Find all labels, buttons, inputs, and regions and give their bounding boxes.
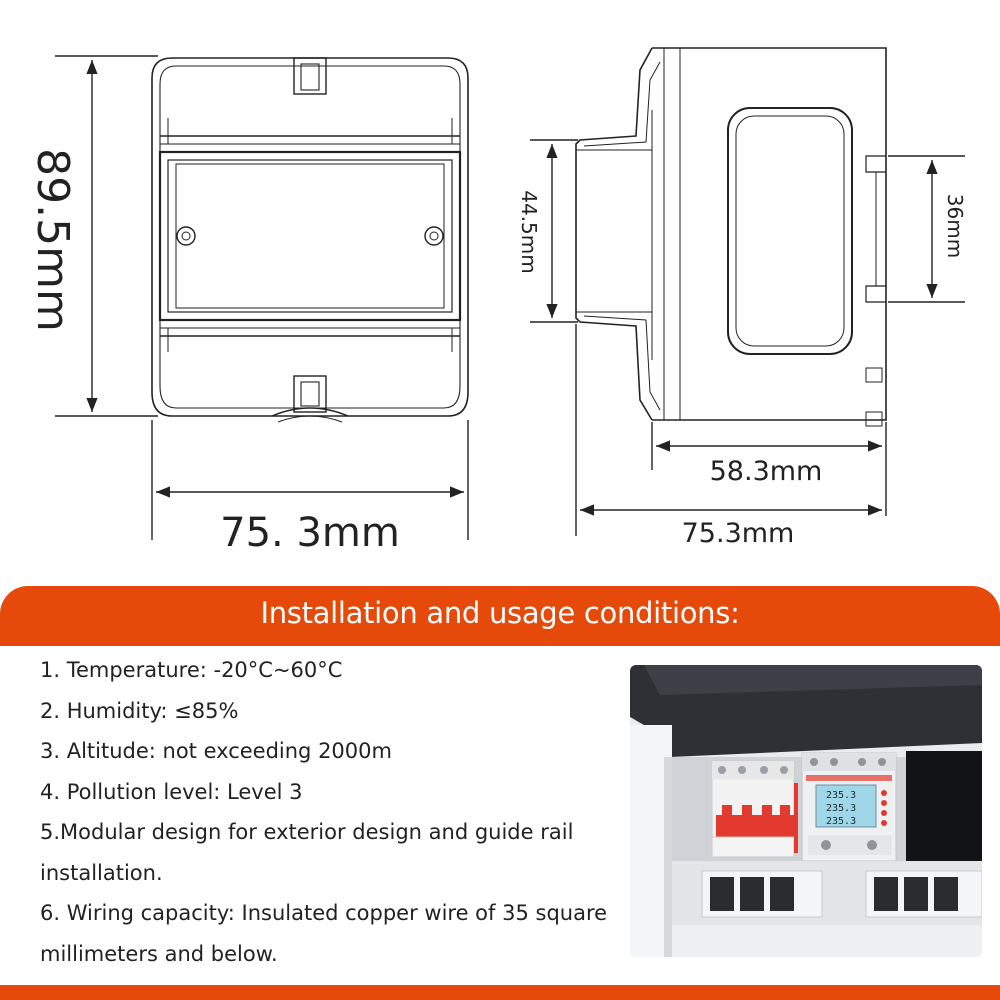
meter-reading: 235.3 <box>826 790 856 801</box>
side-width-label: 75.3mm <box>682 518 795 549</box>
condition-item: 5.Modular design for exterior design and… <box>40 820 574 885</box>
front-width-dimension <box>151 420 469 540</box>
side-rail-dimension <box>530 139 578 323</box>
meter-reading: 235.3 <box>826 816 856 827</box>
front-height-label: 89.5mm <box>27 148 78 332</box>
conditions-list: 1. Temperature: -20°C~60°C 2. Humidity: … <box>40 650 620 974</box>
condition-item: 1. Temperature: -20°C~60°C <box>40 658 343 682</box>
side-inner-height-label: 36mm <box>943 194 967 258</box>
front-width-label: 75. 3mm <box>220 510 400 556</box>
condition-item: 2. Humidity: ≤85% <box>40 698 239 723</box>
front-view <box>151 57 469 423</box>
installation-photo: 235.3 235.3 235.3 <box>630 665 982 957</box>
front-height-dimension <box>55 55 158 417</box>
side-rail-height-label: 44.5mm <box>517 190 541 274</box>
condition-item: 6. Wiring capacity: Insulated copper wir… <box>40 901 608 966</box>
condition-item: 4. Pollution level: Level 3 <box>40 779 303 804</box>
footer-bar <box>0 985 1000 1000</box>
conditions-banner: Installation and usage conditions: <box>0 586 1000 646</box>
condition-item: 3. Altitude: not exceeding 2000m <box>40 739 392 763</box>
meter-reading: 235.3 <box>826 803 856 814</box>
banner-title: Installation and usage conditions: <box>260 596 740 630</box>
cabinet-illustration: 235.3 235.3 235.3 <box>630 665 982 957</box>
dimension-drawing: 89.5mm 75. 3mm 44.5mm <box>27 47 967 556</box>
side-depth-dimension <box>651 422 887 516</box>
side-width-dimension <box>575 324 882 536</box>
side-depth-label: 58.3mm <box>710 456 823 487</box>
side-view <box>575 47 887 427</box>
side-inner-dimension <box>888 155 965 303</box>
